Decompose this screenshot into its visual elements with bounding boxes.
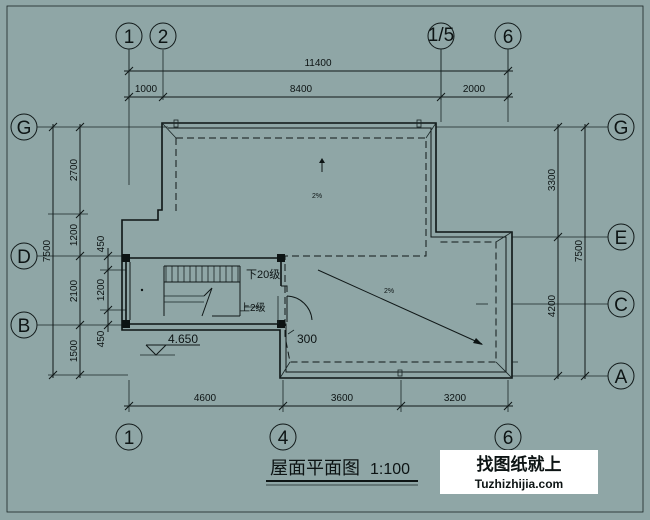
watermark-logo: 找图纸就上 Tuzhizhijia.com: [440, 450, 598, 494]
dim-right-outer: 7500: [574, 239, 585, 262]
top-axis-1: 1: [115, 22, 143, 50]
drawing-title: 屋面平面图 1:100: [266, 458, 418, 486]
dim-left-inner-3: 450: [96, 330, 107, 347]
sheet-border: [6, 5, 644, 513]
stair-down-label: 下20级: [246, 268, 280, 281]
top-axis-1-5: 1/5: [427, 22, 455, 50]
top-axis-2: 2: [149, 22, 177, 50]
right-axis-C-label: C: [614, 295, 628, 316]
bottom-axis-4-label: 4: [278, 428, 289, 449]
roof-outline: [121, 119, 518, 379]
bottom-dimensions: 4600 3600 3200: [124, 380, 513, 412]
slope-arrow-1: 2%: [312, 158, 325, 200]
dim-top-total: 11400: [304, 58, 332, 69]
dim-left-seg-2: 1200: [69, 223, 80, 246]
dim-top-seg-1: 1000: [135, 84, 158, 95]
right-axis-E: E: [512, 223, 635, 251]
axis-gridlines: [128, 49, 509, 185]
dim-top-seg-2: 8400: [290, 84, 313, 95]
left-axis-D: D: [10, 242, 126, 270]
top-axis-1-5-label: 1/5: [428, 25, 454, 46]
title-text: 屋面平面图: [270, 458, 360, 478]
stair-up-label: 上2级: [240, 302, 266, 314]
bottom-axis-1-label: 1: [124, 428, 135, 449]
dim-left-seg-1: 2700: [69, 158, 80, 181]
right-axis-G-label: G: [614, 118, 629, 139]
left-axis-G-label: G: [17, 118, 32, 139]
left-axis-B: B: [10, 311, 126, 339]
dim-right-seg-1: 3300: [547, 168, 558, 191]
right-axis-A: A: [512, 362, 635, 390]
left-axis-D-label: D: [17, 247, 31, 268]
right-axis-E-label: E: [615, 228, 628, 249]
bottom-axis-4: 4: [269, 423, 297, 451]
dim-right-seg-2: 4200: [547, 294, 558, 317]
dim-bottom-seg-2: 3600: [331, 393, 354, 404]
right-dimensions: 3300 4200 7500: [547, 122, 590, 381]
left-dimensions: 7500 2700 1200 2100 1500 450 1200 450: [42, 122, 128, 380]
slope-1-label: 2%: [312, 193, 322, 200]
dim-bottom-seg-3: 3200: [444, 393, 467, 404]
dim-left-outer: 7500: [42, 239, 53, 262]
top-dimensions: 11400 1000 8400 2000: [124, 50, 513, 102]
bottom-axis-1: 1: [115, 423, 143, 451]
dim-left-inner-2: 1200: [96, 278, 107, 301]
watermark-url: Tuzhizhijia.com: [475, 477, 563, 491]
right-axis-C: C: [512, 290, 635, 318]
title-scale: 1:100: [370, 461, 410, 478]
roof-door: 300: [277, 295, 317, 346]
top-axis-2-label: 2: [158, 27, 169, 48]
right-axis-G: G: [436, 113, 635, 141]
stair-well: 下20级 上2级: [122, 254, 288, 328]
right-axis-A-label: A: [615, 367, 628, 388]
watermark-cn: 找图纸就上: [477, 454, 562, 474]
slope-arrow-2: 2%: [317, 269, 483, 345]
dim-left-seg-3: 2100: [69, 279, 80, 302]
dim-left-inner-1: 450: [96, 235, 107, 252]
dim-top-seg-3: 2000: [463, 84, 486, 95]
top-axis-1-label: 1: [124, 27, 135, 48]
bottom-axis-6: 6: [494, 423, 522, 451]
slope-2-label: 2%: [384, 288, 394, 295]
dim-left-seg-4: 1500: [69, 339, 80, 362]
elevation-label: 4.650: [168, 332, 198, 346]
dim-bottom-seg-1: 4600: [194, 393, 217, 404]
door-dim-label: 300: [297, 332, 317, 346]
top-axis-6: 6: [494, 22, 522, 50]
top-axis-6-label: 6: [503, 27, 514, 48]
left-axis-G: G: [10, 113, 168, 141]
elevation-marker: 4.650: [140, 332, 200, 356]
left-axis-B-label: B: [18, 316, 31, 337]
bottom-axis-6-label: 6: [503, 428, 514, 449]
